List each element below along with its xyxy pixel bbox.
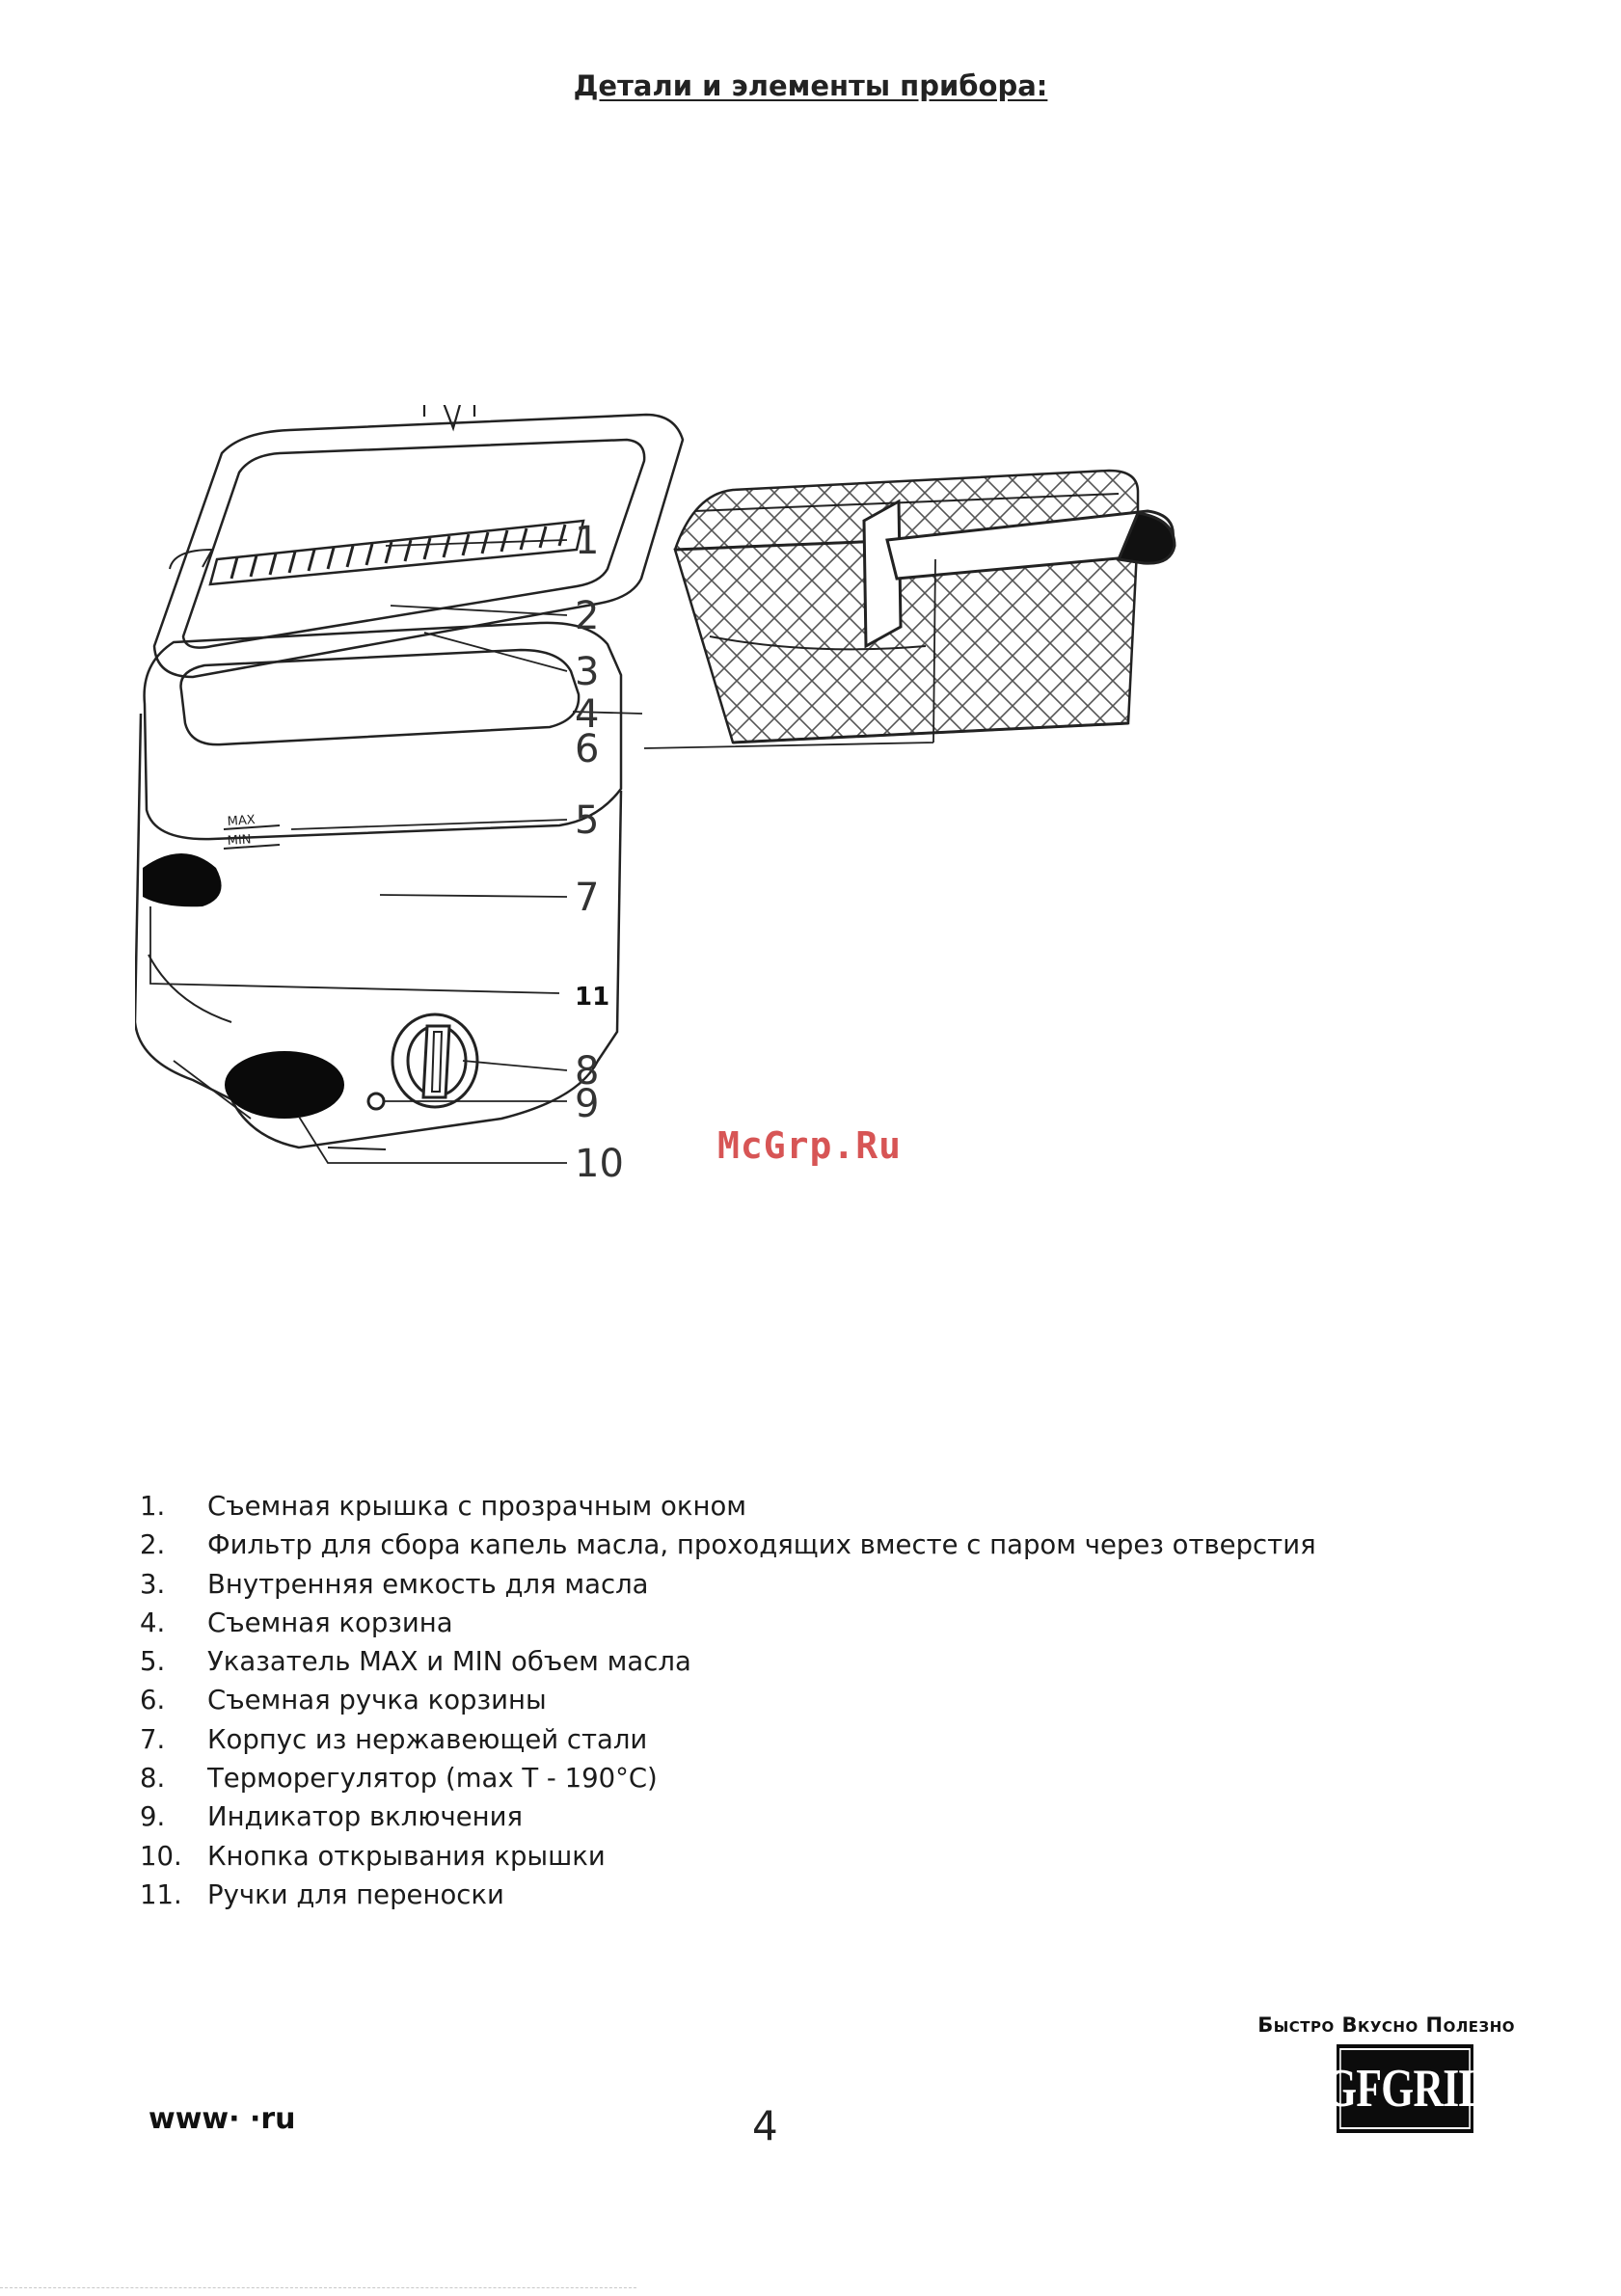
item-number: 1.	[140, 1491, 166, 1522]
page-title: Детали и элементы прибора:	[573, 69, 1048, 102]
item-text: Съемная корзина	[207, 1607, 453, 1638]
list-item: 6. Съемная ручка корзины	[140, 1681, 1316, 1719]
item-text: Указатель MAX и MIN объем масла	[207, 1646, 691, 1678]
item-text: Съемная крышка с прозрачным окном	[207, 1491, 747, 1522]
item-text: Внутренняя емкость для масла	[207, 1568, 649, 1600]
list-item: 7. Корпус из нержавеющей стали	[140, 1720, 1316, 1759]
item-number: 6.	[140, 1685, 166, 1716]
label-8: 8	[575, 1049, 599, 1094]
power-indicator	[366, 1092, 386, 1111]
label-5: 5	[575, 798, 599, 843]
list-item: 1. Съемная крышка с прозрачным окном	[140, 1487, 1316, 1526]
label-2: 2	[575, 594, 599, 638]
label-1: 1	[575, 519, 599, 563]
item-number: 7.	[140, 1723, 166, 1755]
item-text: Съемная ручка корзины	[207, 1685, 547, 1716]
item-text: Индикатор включения	[207, 1801, 524, 1833]
item-number: 4.	[140, 1607, 166, 1638]
carry-handle-left	[143, 853, 222, 907]
watermark: McGrp.Ru	[717, 1124, 903, 1167]
item-number: 2.	[140, 1529, 166, 1561]
item-text: Ручки для переноски	[207, 1878, 504, 1910]
list-item: 5. Указатель MAX и MIN объем масла	[140, 1642, 1316, 1681]
item-number: 3.	[140, 1568, 166, 1600]
website-link[interactable]: www· ·ru	[149, 2102, 296, 2136]
page-number: 4	[752, 2102, 778, 2149]
list-item: 4. Съемная корзина	[140, 1604, 1316, 1642]
list-item: 2. Фильтр для сбора капель масла, проходя…	[140, 1526, 1316, 1564]
max-mark: MAX	[227, 813, 256, 829]
brand-logo: GFGRIL	[1324, 2044, 1487, 2133]
label-4: 4	[575, 692, 599, 737]
lid-filter-grille	[208, 519, 585, 586]
item-text: Кнопка открывания крышки	[207, 1840, 606, 1872]
label-9: 9	[575, 1082, 599, 1126]
label-6: 6	[575, 727, 599, 771]
label-10: 10	[575, 1142, 624, 1186]
fryer-diagram: MAX MIN 1 2 3 4 5 6 7 8	[135, 405, 1176, 1186]
list-item: 11. Ручки для переноски	[140, 1876, 1316, 1914]
thermostat-knob	[391, 1013, 479, 1109]
list-item: 10. Кнопка открывания крышки	[140, 1837, 1316, 1876]
label-7: 7	[575, 876, 599, 920]
item-number: 9.	[140, 1801, 166, 1833]
fryer-body	[135, 621, 623, 1150]
label-3: 3	[575, 650, 599, 694]
item-number: 8.	[140, 1763, 166, 1795]
item-number: 11.	[140, 1878, 182, 1910]
inner-oil-pan	[179, 648, 581, 746]
fryer-lid	[152, 405, 685, 679]
lid-release-button	[225, 1051, 344, 1119]
item-text: Корпус из нержавеющей стали	[207, 1723, 648, 1755]
removable-basket	[673, 469, 1176, 744]
item-text: Терморегулятор (max T - 190°C)	[207, 1763, 658, 1795]
item-number: 10.	[140, 1840, 182, 1872]
list-item: 9. Индикатор включения	[140, 1797, 1316, 1836]
max-min-marks: MAX MIN	[223, 813, 281, 850]
body-top-rim	[143, 621, 623, 841]
list-item: 3. Внутренняя емкость для масла	[140, 1565, 1316, 1604]
min-mark: MIN	[227, 832, 252, 849]
footer-divider	[0, 2287, 636, 2288]
basket-handle	[862, 499, 1176, 649]
item-number: 5.	[140, 1646, 166, 1678]
part-number-labels: 1 2 3 4 5 6 7 8 9 10 11	[575, 519, 624, 1186]
parts-list: 1. Съемная крышка с прозрачным окном 2. Фи…	[140, 1487, 1316, 1914]
item-text: Фильтр для сбора капель масла, проходящи…	[207, 1529, 1316, 1561]
brand-slogan: Быстро Вкусно Полезно	[1257, 2013, 1515, 2037]
leader-lines	[149, 539, 936, 1164]
label-11: 11	[575, 983, 609, 1012]
list-item: 8. Терморегулятор (max T - 190°C)	[140, 1759, 1316, 1797]
